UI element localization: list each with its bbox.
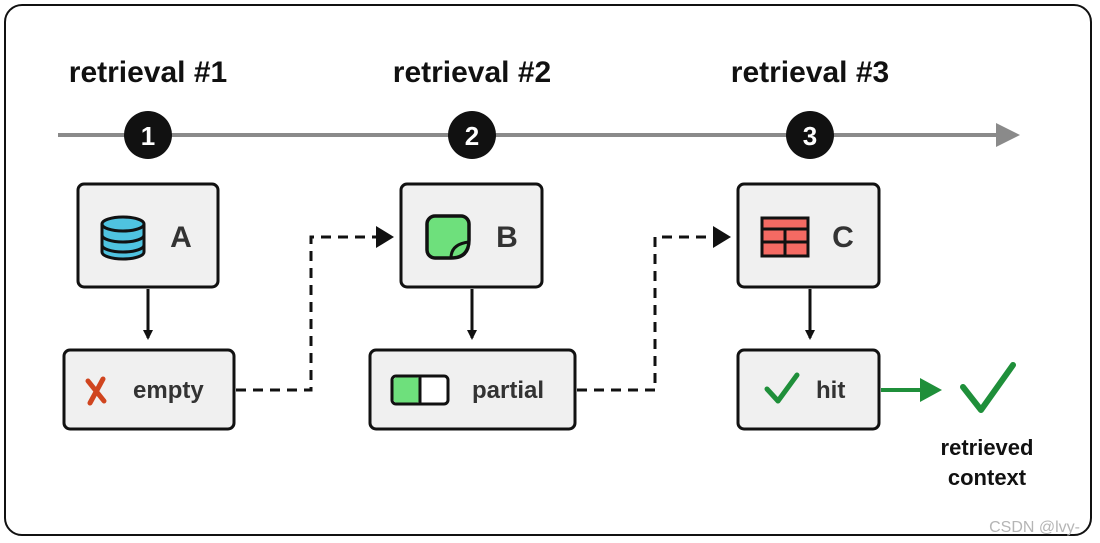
large-checkmark-icon bbox=[960, 362, 1016, 413]
step-badge-2: 2 bbox=[448, 111, 496, 159]
result-label-hit: hit bbox=[816, 377, 845, 404]
source-box-a: A bbox=[76, 182, 220, 289]
dashed-connector-1 bbox=[236, 226, 394, 392]
output-label-line2: context bbox=[948, 465, 1027, 490]
step-number-2: 2 bbox=[465, 121, 479, 151]
database-icon bbox=[100, 215, 146, 261]
result-box-empty: empty bbox=[62, 348, 236, 431]
cross-icon bbox=[85, 376, 107, 406]
source-box-b: B bbox=[399, 182, 544, 289]
stage-title-1: retrieval #1 bbox=[69, 56, 227, 89]
step-number-1: 1 bbox=[141, 121, 155, 151]
stage-title-3: retrieval #3 bbox=[731, 56, 889, 89]
table-icon bbox=[760, 216, 810, 258]
result-label-partial: partial bbox=[472, 377, 544, 404]
checkmark-icon bbox=[764, 372, 800, 404]
stage-title-2: retrieval #2 bbox=[393, 56, 551, 89]
step-badge-3: 3 bbox=[786, 111, 834, 159]
half-filled-bar-icon bbox=[390, 374, 450, 406]
result-box-partial: partial bbox=[368, 348, 577, 431]
green-arrow-to-output bbox=[881, 378, 942, 402]
source-label-a: A bbox=[170, 221, 192, 254]
result-box-hit: hit bbox=[736, 348, 881, 431]
watermark: CSDN @lvy- bbox=[989, 519, 1080, 536]
step-number-3: 3 bbox=[803, 121, 817, 151]
source-label-b: B bbox=[496, 221, 518, 254]
sticky-note-icon bbox=[425, 214, 471, 260]
source-box-c: C bbox=[736, 182, 881, 289]
dashed-connector-2 bbox=[577, 226, 731, 392]
source-label-c: C bbox=[832, 221, 854, 254]
timeline bbox=[58, 123, 1020, 147]
result-label-empty: empty bbox=[133, 377, 204, 404]
timeline-arrowhead bbox=[996, 123, 1020, 147]
step-badge-1: 1 bbox=[124, 111, 172, 159]
output-label-line1: retrieved bbox=[941, 435, 1034, 460]
